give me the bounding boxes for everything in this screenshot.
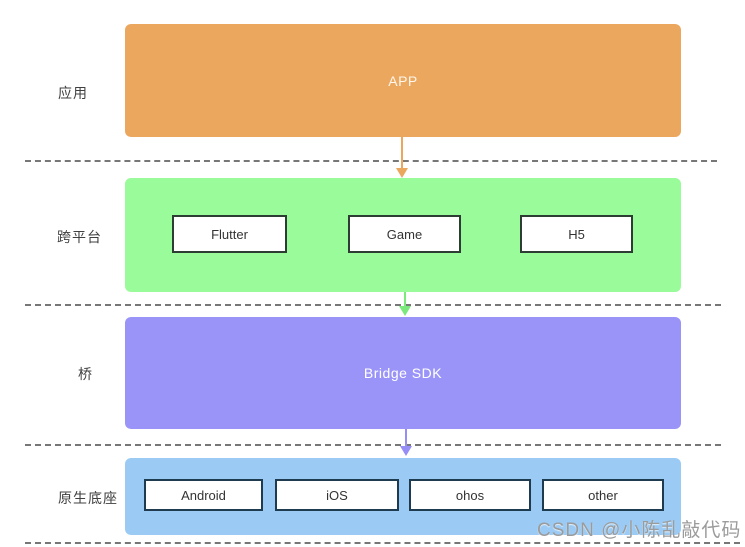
layer-separator-4 (25, 542, 740, 544)
layer-separator-3 (25, 444, 721, 446)
arrow-head (400, 446, 412, 456)
flutter-box-label: Flutter (211, 226, 248, 242)
ios-box-label: iOS (326, 487, 348, 503)
arrow-head (399, 306, 411, 316)
ios-box: iOS (275, 479, 399, 511)
android-box: Android (144, 479, 263, 511)
game-box-label: Game (386, 226, 423, 242)
h5-box-label: H5 (568, 226, 585, 242)
arrow-shaft (405, 429, 407, 447)
arrow-shaft (401, 137, 403, 169)
csdn-watermark: CSDN @小陈乱敲代码 (537, 520, 742, 541)
app-box-label: APP (388, 72, 418, 89)
other-box-label: other (588, 487, 618, 503)
other-box: other (542, 479, 664, 511)
flutter-box: Flutter (172, 215, 287, 253)
layer-label-app: 应用 (58, 85, 88, 101)
layer-label-bridge: 桥 (78, 366, 93, 382)
bridge-sdk-box: Bridge SDK (125, 317, 681, 429)
arrow-head (396, 168, 408, 178)
bridge-sdk-box-label: Bridge SDK (363, 365, 443, 381)
ohos-box-label: ohos (455, 487, 485, 503)
arrow-shaft (404, 292, 406, 307)
app-box: APP (125, 24, 681, 137)
h5-box: H5 (520, 215, 633, 253)
game-box: Game (348, 215, 461, 253)
layer-separator-2 (25, 304, 721, 306)
android-box-label: Android (181, 487, 226, 503)
ohos-box: ohos (409, 479, 531, 511)
layer-separator-1 (25, 160, 717, 162)
layer-label-cross-platform: 跨平台 (57, 229, 102, 245)
layer-label-native-base: 原生底座 (58, 490, 118, 506)
